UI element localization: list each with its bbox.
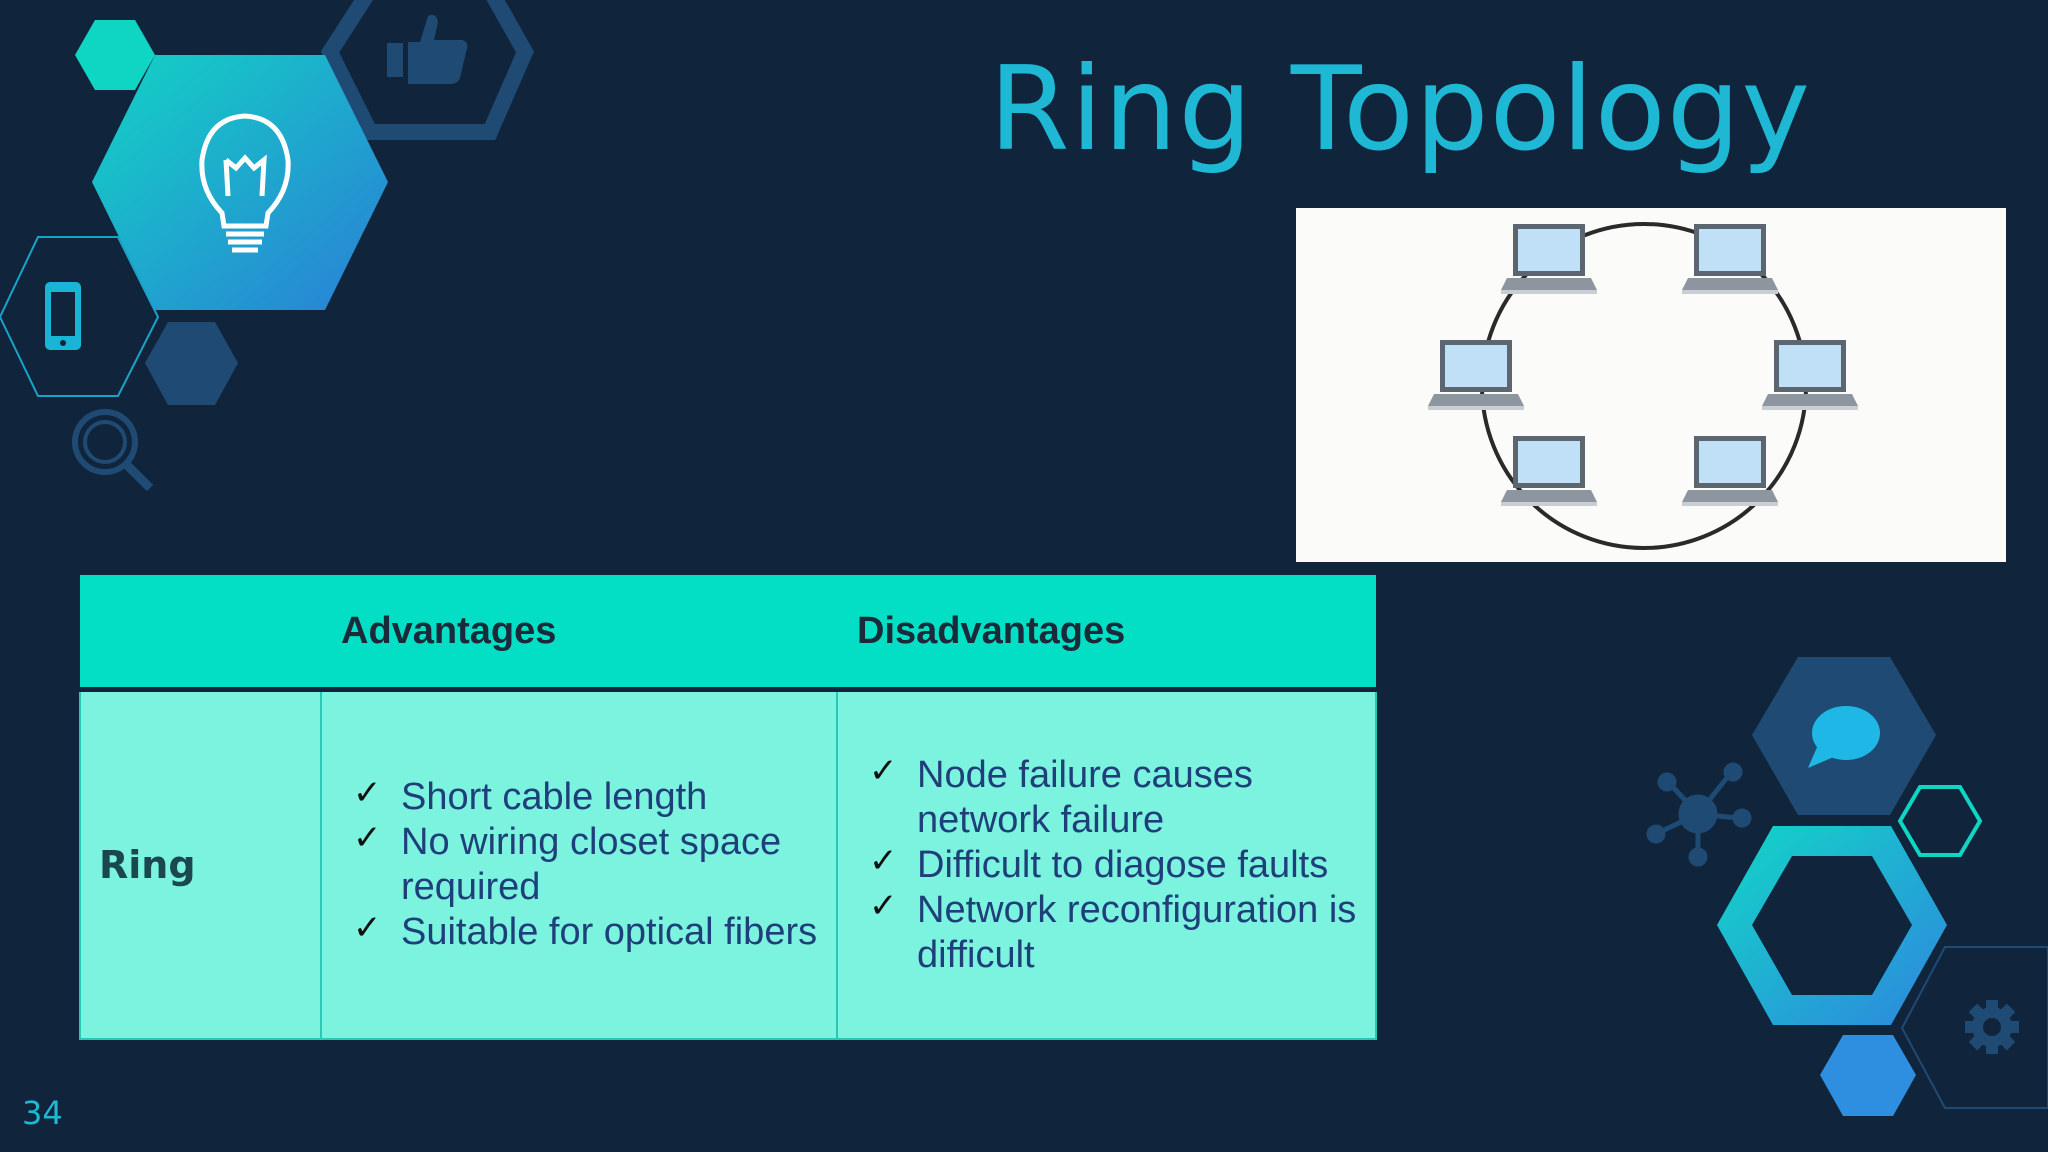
ring-topology-diagram [1296, 208, 2006, 562]
header-disadvantages: Disadvantages [837, 575, 1376, 692]
lightbulb-icon [199, 113, 291, 253]
advantages-cell: ✓Short cable length ✓No wiring closet sp… [320, 688, 838, 1040]
laptop-icon [1501, 224, 1597, 294]
comparison-table: Advantages Disadvantages Ring ✓Short cab… [79, 575, 1377, 1040]
list-item: ✓No wiring closet space required [353, 818, 782, 908]
row-label-ring: Ring [79, 688, 322, 1040]
magnifier-icon [72, 409, 154, 492]
list-item: ✓Difficult to diagose faults [869, 840, 1329, 886]
list-item: ✓Node failure causes network failure [869, 750, 1253, 841]
page-number: 34 [22, 1094, 63, 1132]
network-node-icon [1646, 762, 1752, 867]
list-item: ✓Network reconfiguration is difficult [869, 885, 1357, 976]
laptop-icon [1682, 224, 1778, 294]
laptop-icon [1682, 436, 1778, 506]
laptop-icon [1501, 436, 1597, 506]
table-row: Ring ✓Short cable length ✓No wiring clos… [79, 688, 1377, 1040]
laptop-icon [1428, 340, 1524, 410]
gear-icon [1965, 1000, 2019, 1054]
thumbs-up-icon [387, 14, 468, 85]
list-item: ✓Short cable length [353, 773, 708, 818]
chat-bubble-icon [1808, 706, 1880, 768]
checkmark-icon: ✓ [869, 750, 898, 791]
checkmark-icon: ✓ [869, 840, 898, 881]
checkmark-icon: ✓ [353, 908, 382, 948]
smartphone-icon [45, 282, 81, 350]
header-advantages: Advantages [321, 575, 837, 692]
checkmark-icon: ✓ [353, 773, 382, 813]
disadvantages-cell: ✓Node failure causes network failure ✓Di… [836, 688, 1377, 1040]
list-item: ✓Suitable for optical fibers [353, 908, 818, 953]
table-header-row: Advantages Disadvantages [80, 575, 1376, 692]
header-cell-empty [80, 575, 321, 692]
laptop-icon [1762, 340, 1858, 410]
checkmark-icon: ✓ [869, 885, 898, 926]
slide-title: Ring Topology [988, 42, 1812, 177]
checkmark-icon: ✓ [353, 818, 382, 858]
